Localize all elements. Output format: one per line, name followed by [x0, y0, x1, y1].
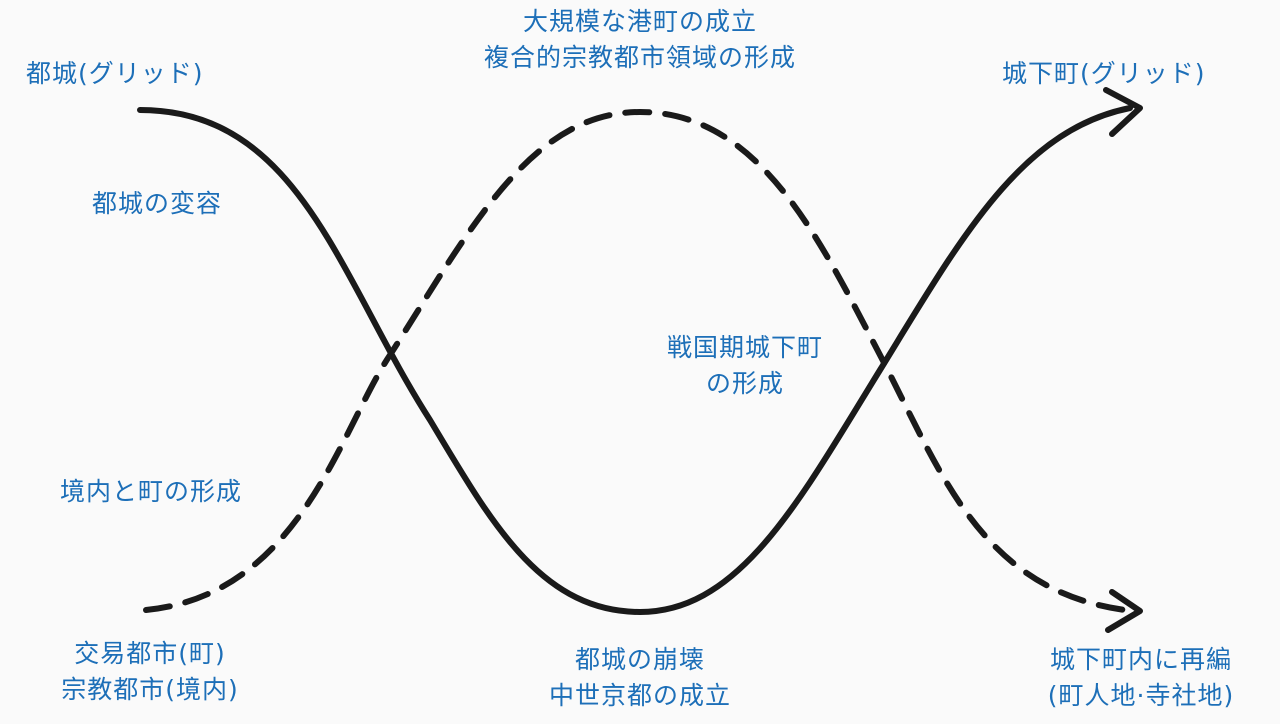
dashed-curve [143, 108, 1128, 613]
label-bottom-center: 都城の崩壊 中世京都の成立 [520, 642, 760, 715]
label-bottom-center-line1: 都城の崩壊 [574, 645, 705, 674]
label-bottom-left: 交易都市(町) 宗教都市(境内) [30, 636, 270, 709]
label-top-left: 都城(グリッド) [26, 59, 204, 88]
solid-arrowhead-icon [1103, 87, 1143, 137]
label-top-center-line2: 複合的宗教都市領域の形成 [483, 43, 796, 73]
label-bottom-right: 城下町内に再編 (町人地·寺社地) [1010, 642, 1272, 715]
label-center-right: 戦国期城下町 の形成 [640, 330, 850, 403]
label-center-right-line1: 戦国期城下町 [666, 333, 823, 362]
label-bottom-left-line1: 交易都市(町) [74, 639, 226, 668]
label-top-right: 城下町(グリッド) [1002, 59, 1206, 88]
label-left-upper: 都城の変容 [92, 189, 223, 218]
label-bottom-right-line1: 城下町内に再編 [1049, 645, 1232, 674]
label-top-center: 大規模な港町の成立 複合的宗教都市領域の形成 [440, 4, 840, 77]
dashed-arrowhead-icon [1105, 589, 1143, 633]
label-left-lower: 境内と町の形成 [60, 477, 243, 506]
solid-curve [137, 105, 1133, 616]
label-center-right-line2: の形成 [705, 369, 784, 399]
label-bottom-center-line2: 中世京都の成立 [548, 681, 731, 711]
label-top-center-line1: 大規模な港町の成立 [522, 7, 757, 36]
label-bottom-right-line2: (町人地·寺社地) [1047, 681, 1235, 711]
label-bottom-left-line2: 宗教都市(境内) [61, 675, 239, 705]
